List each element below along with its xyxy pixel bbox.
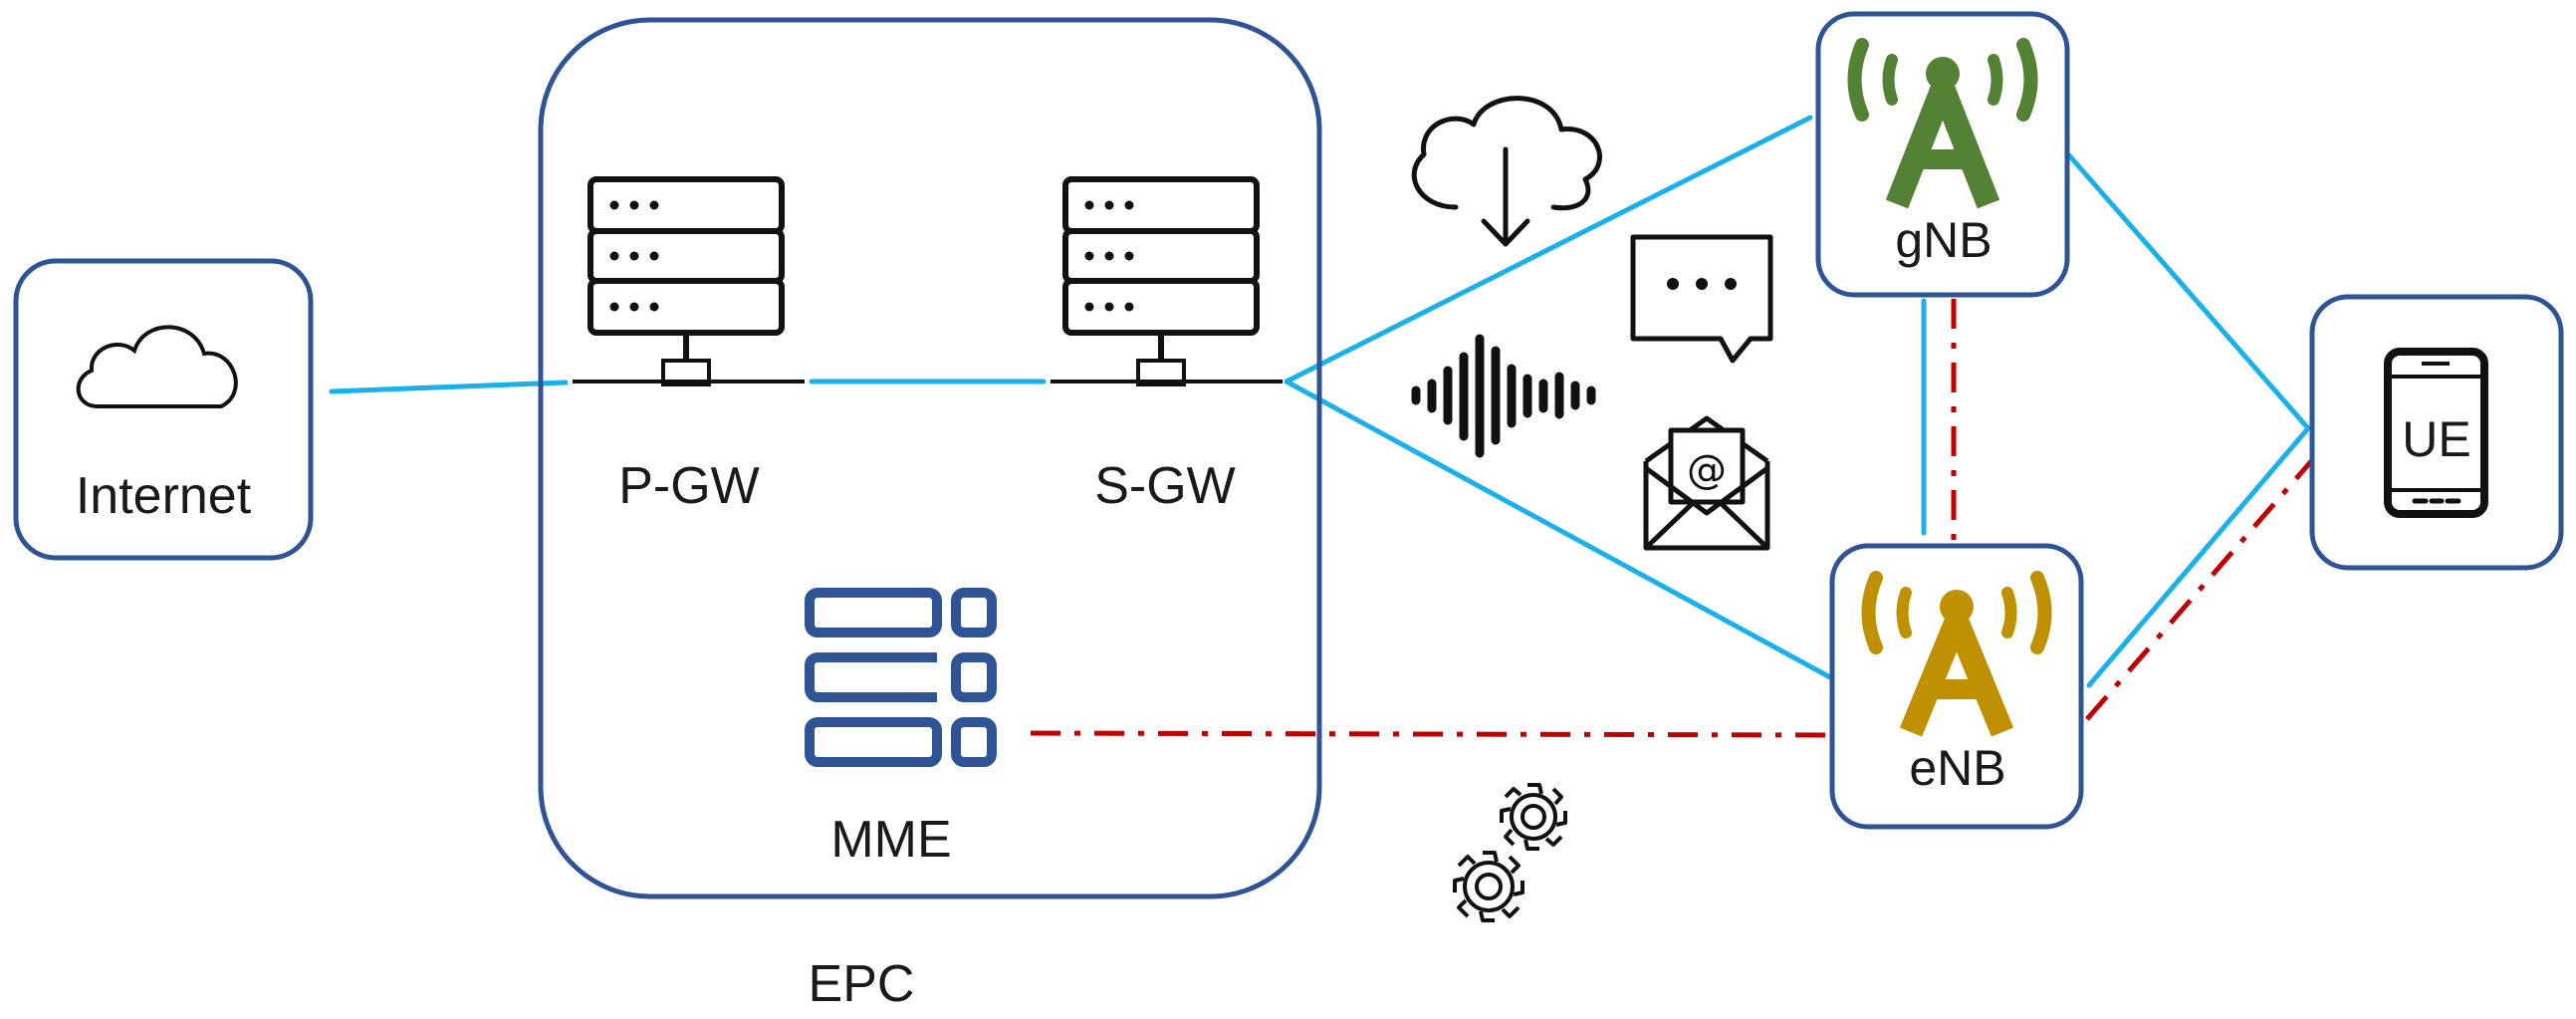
chat-bubble-icon: [1630, 234, 1773, 364]
antenna-icon: [1847, 38, 2038, 209]
ue-box: [2309, 294, 2564, 571]
svg-text:@: @: [1687, 447, 1727, 493]
epc-label: EPC: [809, 955, 915, 1013]
link-sgw-enb: [1284, 379, 1833, 680]
gnb-node: gNB: [1815, 11, 2070, 298]
enb-label: eNB: [1909, 740, 2005, 796]
link-mme-enb: [1030, 730, 1833, 738]
data-links: [329, 115, 2311, 688]
sound-wave-icon: [1411, 334, 1596, 458]
control-links: [1030, 299, 2314, 738]
link-gnb-ue: [2066, 152, 2311, 431]
email-icon: @: [1643, 415, 1770, 551]
epc-box: [538, 17, 1322, 899]
internet-label: Internet: [76, 467, 252, 525]
antenna-icon: [1861, 571, 2052, 737]
link-enb-ue-control: [2085, 458, 2314, 721]
sgw-server-icon: [1062, 176, 1260, 386]
internet-box: [13, 258, 314, 561]
epc-node: P-GW S-GW MME: [538, 17, 1322, 899]
link-internet-pgw: [329, 380, 569, 394]
link-enb-ue: [2086, 425, 2311, 688]
enb-node: eNB: [1829, 543, 2084, 830]
internet-node: Internet: [13, 258, 314, 561]
link-sgw-gnb: [1284, 115, 1813, 384]
mme-label: MME: [830, 811, 951, 869]
mme-icon: [805, 588, 997, 767]
gnb-label: gNB: [1895, 212, 1991, 268]
cloud-download-icon: [1411, 96, 1602, 247]
ue-label: UE: [2402, 411, 2470, 467]
pgw-server-icon: [587, 176, 785, 386]
smartphone-icon: [2384, 348, 2488, 518]
ue-node: UE: [2309, 294, 2564, 571]
sgw-label: S-GW: [1094, 457, 1236, 515]
cloud-icon: [76, 325, 238, 408]
gears-icon: [1453, 783, 1567, 922]
pgw-label: P-GW: [618, 457, 760, 515]
